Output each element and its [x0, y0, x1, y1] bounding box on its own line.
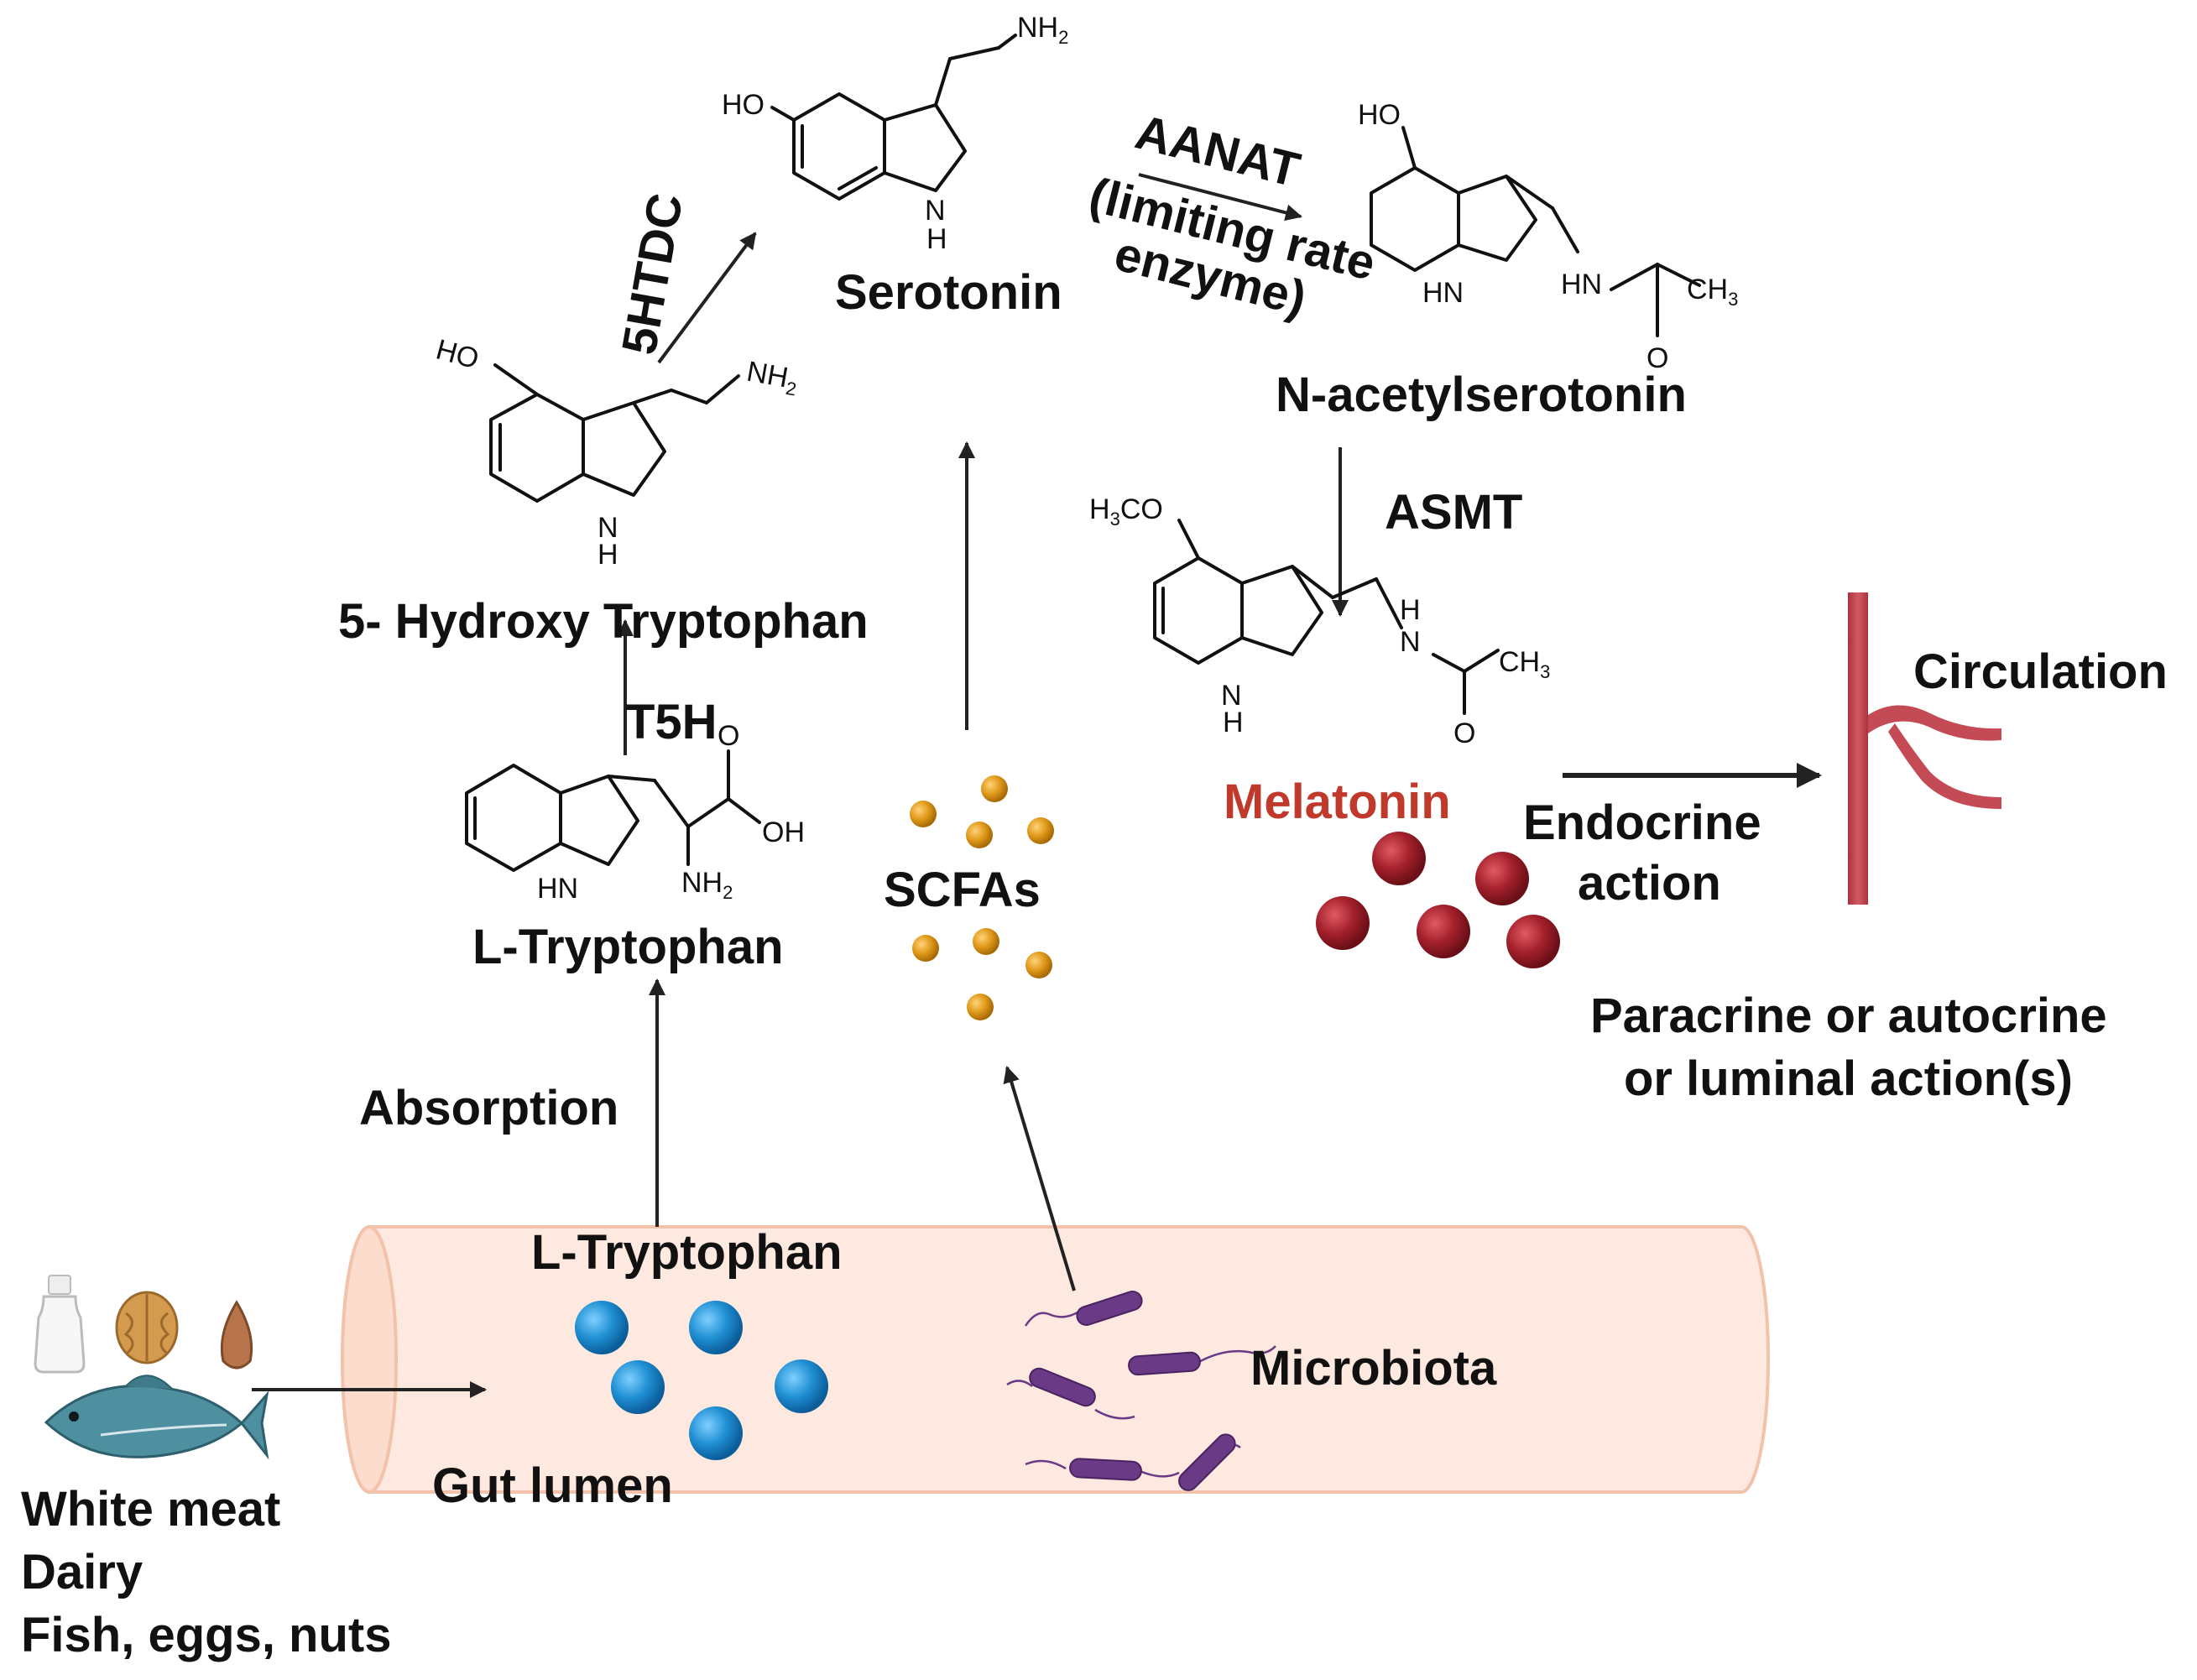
- serotonin-h-label: H: [926, 223, 947, 255]
- melatonin-h3co-label: H3CO: [1089, 493, 1163, 530]
- pathway-arrows: [252, 173, 1822, 1398]
- l-tryptophan-oh-label: OH: [762, 817, 805, 848]
- htdc-arrow: [657, 232, 757, 364]
- melatonin-n-ring-label: N: [1221, 680, 1242, 712]
- paracrine-label-line2: or luminal action(s): [1624, 1051, 2073, 1106]
- scfas-label: SCFAs: [884, 863, 1041, 917]
- l-tryptophan-o-label: O: [718, 720, 739, 752]
- microbiota-to-scfa-arrow: [1003, 1066, 1076, 1291]
- blood-vessel-icon: [1848, 592, 2001, 905]
- diet-label-line1: White meat: [21, 1482, 280, 1537]
- melatonin-h-ring-label: H: [1223, 707, 1244, 738]
- microbiota-bacteria: [1006, 1291, 1276, 1491]
- n-acetylserotonin-o-label: O: [1646, 342, 1668, 374]
- n-acetylserotonin-structure: HO HN HN CH3 O: [1358, 99, 1738, 374]
- paracrine-label-line1: Paracrine or autocrine: [1590, 989, 2107, 1043]
- l-tryptophan-hn-label: HN: [537, 873, 578, 905]
- microbiota-label: Microbiota: [1250, 1341, 1497, 1396]
- n-acetylserotonin-hn-label: HN: [1561, 269, 1602, 300]
- diet-label-line3: Fish, eggs, nuts: [21, 1608, 392, 1662]
- milk-bottle-icon: [34, 1275, 86, 1374]
- gut-l-tryptophan-label: L-Tryptophan: [531, 1225, 843, 1280]
- almond-icon: [220, 1300, 253, 1370]
- melatonin-n-label: N: [1400, 626, 1421, 658]
- hydroxy-tryptophan-nh2-label: NH2: [744, 356, 801, 400]
- tryptophan-spheres: [575, 1301, 828, 1460]
- melatonin-spheres: [1316, 832, 1560, 968]
- serotonin-ho-label: HO: [722, 89, 765, 121]
- n-acetylserotonin-label: N-acetylserotonin: [1276, 368, 1687, 422]
- serotonin-label: Serotonin: [835, 265, 1062, 320]
- fish-icon: [44, 1375, 269, 1460]
- melatonin-h-label: H: [1400, 594, 1421, 626]
- walnut-icon: [115, 1291, 179, 1364]
- hydroxy-tryptophan-ho-label: HO: [433, 333, 483, 375]
- circulation-label: Circulation: [1913, 644, 2168, 699]
- hydroxy-tryptophan-label: 5- Hydroxy Tryptophan: [338, 594, 869, 649]
- hydroxy-tryptophan-structure: HO NH2 N H: [433, 333, 801, 571]
- aanat-arrow: [1138, 173, 1302, 222]
- hydroxy-tryptophan-n-label: N: [598, 512, 618, 544]
- melatonin-ch3-label: CH3: [1499, 646, 1550, 682]
- melatonin-o-label: O: [1453, 717, 1475, 749]
- gut-lumen-label: Gut lumen: [432, 1458, 673, 1513]
- serotonin-structure: NH2 HO N H: [722, 12, 1068, 255]
- diet-label-line2: Dairy: [21, 1545, 143, 1599]
- serotonin-nh2-label: NH2: [1017, 12, 1068, 48]
- scfa-dots: [910, 775, 1054, 1020]
- n-acetylserotonin-ch3-label: CH3: [1687, 274, 1738, 310]
- l-tryptophan-label: L-Tryptophan: [472, 920, 784, 974]
- hydroxy-tryptophan-h-label: H: [598, 539, 618, 571]
- n-acetylserotonin-ho-label: HO: [1358, 99, 1401, 131]
- l-tryptophan-structure: HN O OH NH2: [465, 720, 805, 905]
- l-tryptophan-nh2-label: NH2: [681, 867, 733, 903]
- melatonin-label: Melatonin: [1224, 775, 1451, 829]
- t5h-enzyme-label: T5H: [625, 695, 718, 749]
- endocrine-label: Endocrine: [1523, 796, 1761, 850]
- absorption-label: Absorption: [359, 1081, 618, 1135]
- asmt-enzyme-label: ASMT: [1385, 485, 1522, 540]
- action-label: action: [1578, 856, 1721, 910]
- n-acetylserotonin-hn-ring-label: HN: [1422, 277, 1464, 309]
- serotonin-nh-label: N: [925, 195, 946, 227]
- melatonin-structure: H3CO N H H N CH3 O: [1089, 493, 1550, 749]
